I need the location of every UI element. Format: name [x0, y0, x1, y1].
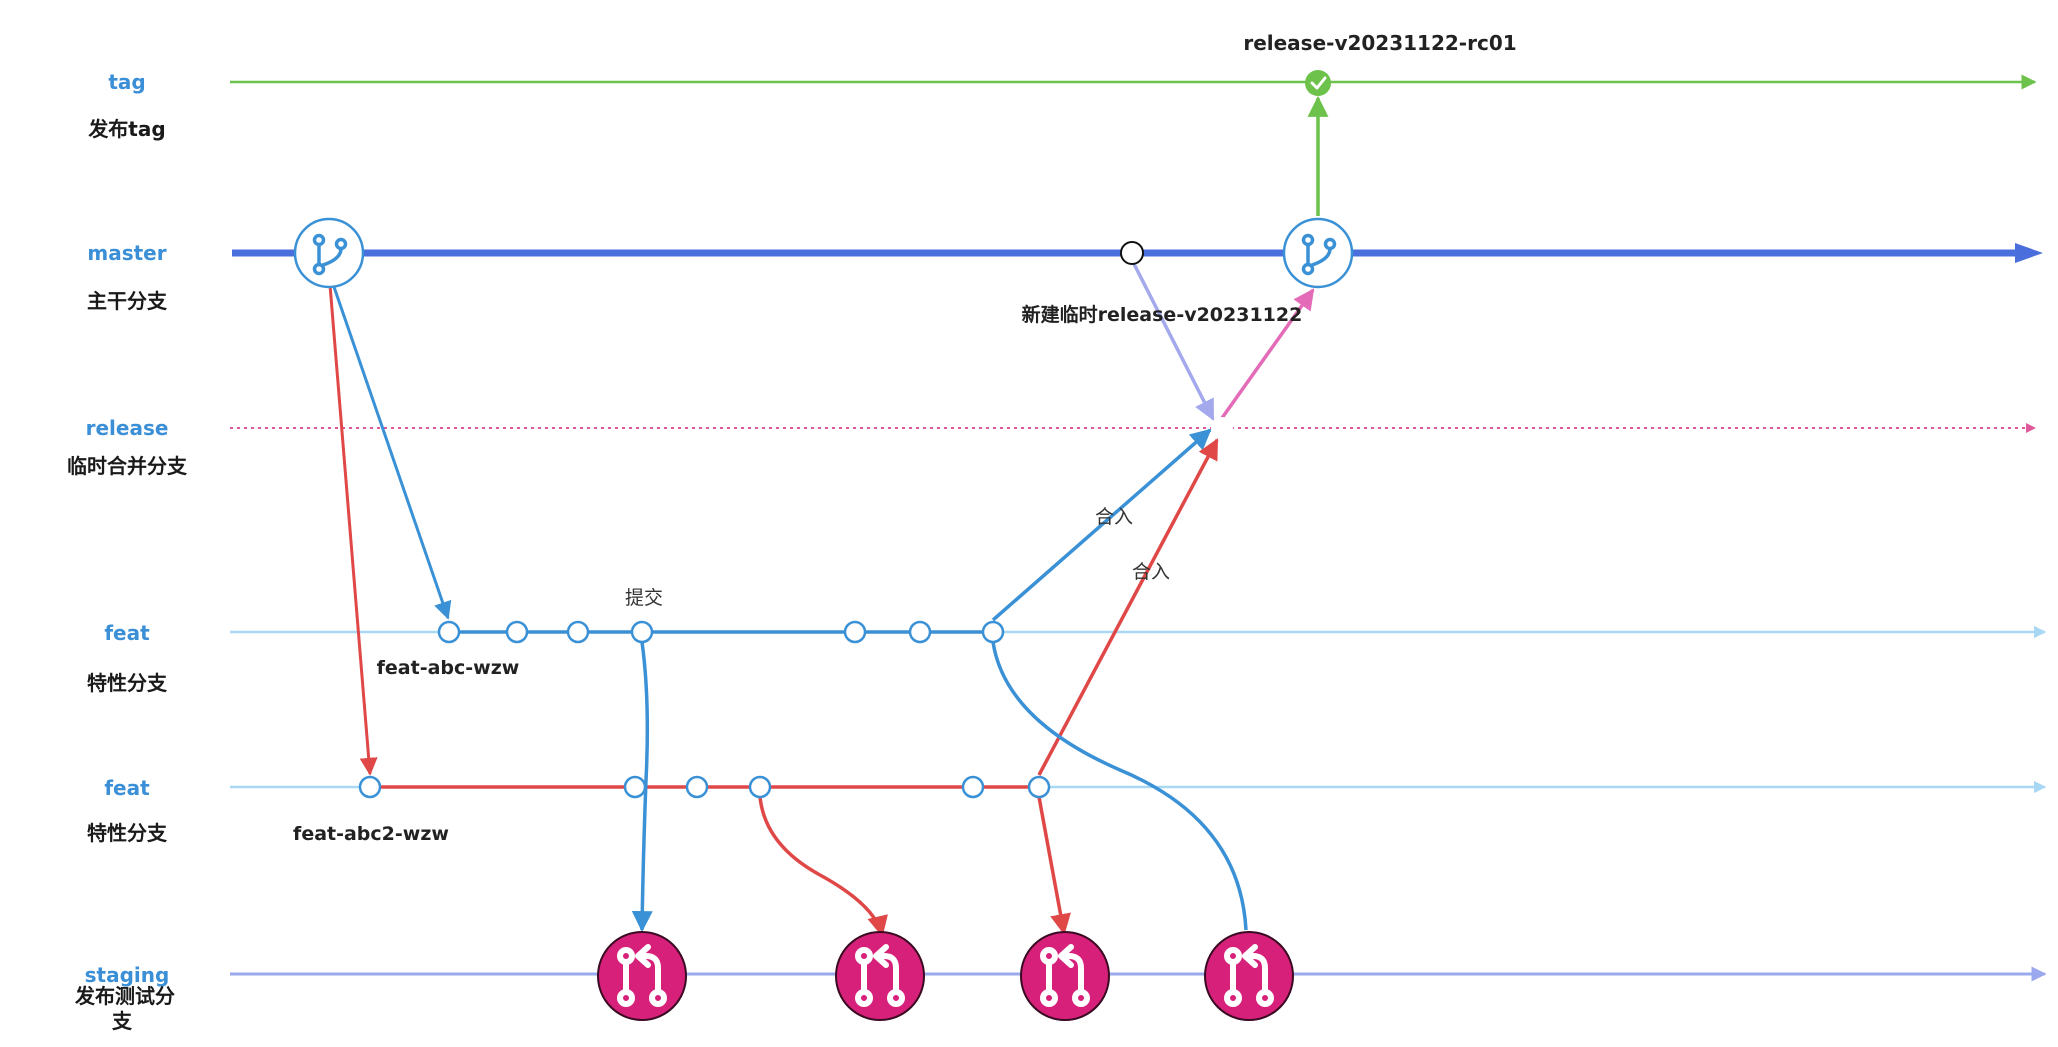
git-branch-icon[interactable] — [293, 217, 365, 289]
commit-note: 提交 — [625, 587, 663, 609]
lane-desc-master: 主干分支 — [87, 289, 168, 313]
feat-abc-commit[interactable] — [437, 620, 461, 644]
feat-abc2-commit[interactable] — [358, 775, 382, 799]
feat-abc-commit[interactable] — [908, 620, 932, 644]
feat-abc2-commit[interactable] — [623, 775, 647, 799]
feat-abc-label: feat-abc-wzw — [377, 657, 520, 679]
release-to-master-arrow — [1220, 288, 1315, 420]
new-release-label: 新建临时release-v20231122 — [1022, 303, 1303, 326]
feat-abc2-commit[interactable] — [961, 775, 985, 799]
feat-abc-commit[interactable] — [505, 620, 529, 644]
lane-desc-feat2: 特性分支 — [87, 821, 168, 845]
feat-abc2-to-staging-arrow-1 — [758, 796, 888, 938]
feat-abc-commit[interactable] — [566, 620, 590, 644]
merge-note-2: 合入 — [1132, 561, 1170, 583]
lane-label-feat1: feat — [104, 621, 150, 645]
feat-abc2-commit[interactable] — [685, 775, 709, 799]
feat-abc-commit[interactable] — [630, 620, 654, 644]
lane-label-master: master — [87, 241, 166, 265]
pull-request-icon[interactable] — [598, 932, 686, 1020]
tag-release-label: release-v20231122-rc01 — [1243, 31, 1516, 55]
feat-abc2-label: feat-abc2-wzw — [293, 823, 449, 845]
lane-desc-feat1: 特性分支 — [87, 671, 168, 695]
feat-abc-commit[interactable] — [981, 620, 1005, 644]
merge-note-1: 合入 — [1095, 506, 1133, 528]
feat-abc-to-staging-curve — [991, 641, 1248, 931]
pull-request-icon[interactable] — [1205, 932, 1293, 1020]
release-merge-point[interactable] — [1211, 417, 1233, 439]
master-arrow-head — [2015, 243, 2043, 263]
feat-abc2-to-staging-arrow-2 — [1037, 796, 1071, 936]
check-icon[interactable] — [1305, 70, 1331, 96]
lane-desc-release: 临时合并分支 — [67, 454, 188, 478]
feat-abc2-commit[interactable] — [748, 775, 772, 799]
lane-desc-staging-2: 支 — [112, 1009, 133, 1033]
master-to-release-arrow — [1131, 261, 1215, 421]
lane-desc-tag: 发布tag — [87, 117, 165, 141]
master-to-feat-abc2-arrow — [328, 284, 378, 776]
feat-abc-merge-arrow — [991, 428, 1212, 622]
feat-abc-to-staging-arrow — [631, 641, 653, 933]
lane-desc-staging-1: 发布测试分 — [74, 984, 175, 1008]
pull-request-icon[interactable] — [836, 932, 924, 1020]
master-to-feat-abc-arrow — [331, 283, 452, 620]
lane-label-tag: tag — [108, 70, 145, 94]
lane-label-staging: staging — [85, 963, 170, 987]
pull-request-icon[interactable] — [1021, 932, 1109, 1020]
feat-abc2-merge-arrow — [1037, 438, 1219, 776]
master-release-point[interactable] — [1120, 241, 1144, 265]
lane-label-feat2: feat — [104, 776, 150, 800]
git-branch-icon[interactable] — [1282, 217, 1354, 289]
feat-abc-commit[interactable] — [843, 620, 867, 644]
feat-abc2-commit[interactable] — [1027, 775, 1051, 799]
lane-label-release: release — [86, 416, 169, 440]
